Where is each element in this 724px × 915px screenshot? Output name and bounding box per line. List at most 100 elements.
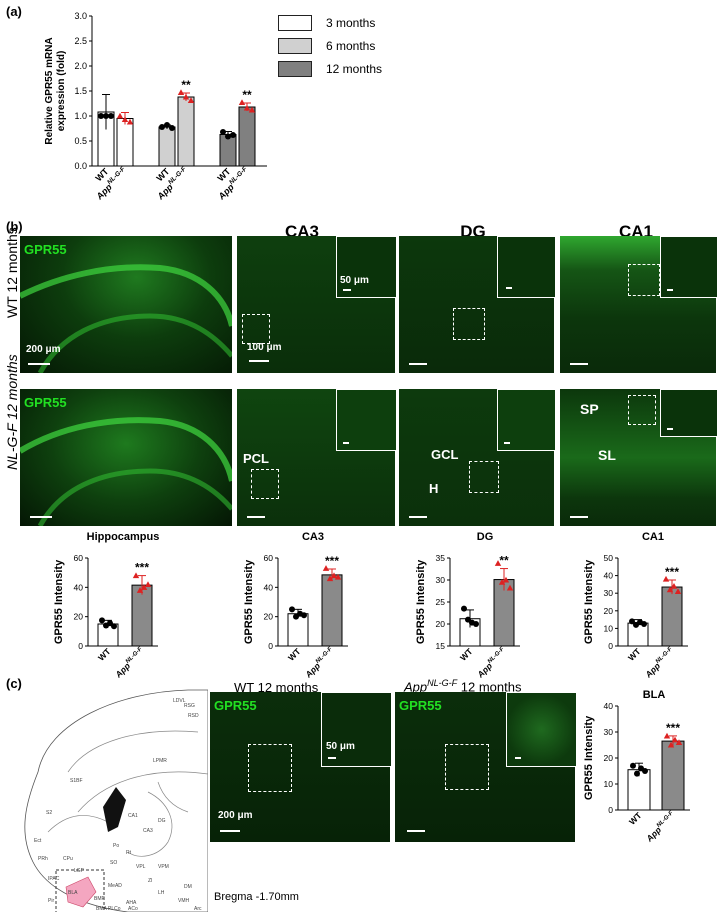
data-point <box>641 621 647 627</box>
y-tick-label: 30 <box>604 588 614 598</box>
scale-bar <box>247 516 265 518</box>
micrograph-wt-hippocampus: GPR55 200 μm <box>20 236 232 373</box>
data-point <box>98 113 104 119</box>
hippocampus-layer-drawing <box>20 417 232 526</box>
data-point <box>473 621 479 627</box>
legend-item-3-months: 3 months <box>278 15 375 31</box>
y-tick-label: 20 <box>264 612 274 622</box>
y-axis-label: GPR55 Intensity <box>415 559 427 644</box>
data-point <box>506 584 514 591</box>
scale-bar <box>409 516 427 518</box>
scale-bar <box>515 757 521 759</box>
bar <box>238 106 256 167</box>
y-tick-label: 1.0 <box>74 111 87 121</box>
scale-label: 200 μm <box>218 810 253 821</box>
significance-label: ** <box>181 78 191 92</box>
y-tick-label: 2.5 <box>74 36 87 46</box>
data-point <box>289 606 295 613</box>
y-tick-label: 20 <box>604 606 614 616</box>
legend-item-12-months: 12 months <box>278 61 382 77</box>
chart-title: CA1 <box>642 531 664 543</box>
chart-title: BLA <box>643 689 666 701</box>
y-tick-label: 40 <box>604 701 614 711</box>
legend-label: 12 months <box>326 62 383 76</box>
atlas-label: PRh <box>38 856 48 862</box>
scale-label: 200 μm <box>26 344 61 355</box>
layer-label-h: H <box>429 481 439 496</box>
x-tick-label-sup: NL-G-F <box>655 646 674 665</box>
atlas-label: ZI <box>148 878 152 884</box>
atlas-label: IPAC <box>48 876 60 882</box>
scale-bar <box>506 287 512 289</box>
data-point <box>182 93 190 100</box>
panel-label-b: (b) <box>6 219 23 234</box>
y-tick-label: 0 <box>608 805 613 815</box>
atlas-ventricle <box>103 787 126 832</box>
y-tick-label: 0.5 <box>74 136 87 146</box>
atlas-label: CA1 <box>128 813 138 819</box>
atlas-label: RSG <box>184 703 195 709</box>
atlas-line <box>67 730 199 773</box>
atlas-label: S2 <box>46 810 52 816</box>
atlas-label: SO <box>110 860 117 866</box>
data-point <box>225 133 231 140</box>
data-point <box>662 575 670 582</box>
atlas-label: ACo <box>128 906 138 912</box>
y-axis-label: GPR55 Intensity <box>243 559 255 644</box>
atlas-label: PLCo <box>108 906 121 912</box>
micrograph-title-wt: WT 12 months <box>234 680 319 695</box>
x-tick-label: AppNL-G-F <box>475 646 509 678</box>
atlas-line <box>47 815 109 833</box>
scale-label: 50 μm <box>326 741 355 752</box>
atlas-label: Ect <box>34 838 42 844</box>
x-tick-label-sup: NL-G-F <box>228 165 249 186</box>
scale-bar <box>570 516 588 518</box>
chart-title: Hippocampus <box>87 531 160 543</box>
y-tick-label: 20 <box>604 753 614 763</box>
y-axis-label-line: expression (fold) <box>56 51 67 132</box>
bar <box>661 740 685 811</box>
x-tick-label-sup: NL-G-F <box>106 165 127 186</box>
panel-label-c: (c) <box>6 676 22 691</box>
y-tick-label: 20 <box>436 619 446 629</box>
atlas-label: Arc <box>194 906 202 912</box>
roi-box <box>251 469 279 499</box>
data-point <box>666 586 674 593</box>
data-point <box>498 579 506 585</box>
micrograph-nlgf-hippocampus: GPR55 <box>20 389 232 526</box>
atlas-line <box>77 771 208 813</box>
bar <box>177 96 195 167</box>
data-point <box>671 736 679 743</box>
y-tick-label: 50 <box>604 553 614 563</box>
atlas-label: Pir <box>48 898 54 904</box>
y-tick-label: 15 <box>436 641 446 651</box>
atlas-label: BLA <box>68 890 78 896</box>
bregma-label: Bregma -1.70mm <box>214 891 299 903</box>
atlas-label: VMH <box>178 898 190 904</box>
significance-label: ** <box>242 88 252 102</box>
data-point <box>663 732 671 739</box>
app-prefix: App <box>404 679 428 695</box>
roi-box <box>628 395 656 425</box>
atlas-label: LH <box>158 890 165 896</box>
panel-label-a: (a) <box>6 4 22 19</box>
app-suffix: 12 months <box>457 679 522 695</box>
hippocampus-layer-drawing <box>20 264 232 373</box>
y-axis-label: GPR55 Intensity <box>53 559 65 644</box>
inset-wt-ca1 <box>660 236 718 298</box>
atlas-label: VPM <box>158 864 169 870</box>
chart-title: CA3 <box>302 531 324 543</box>
y-tick-label: 0 <box>608 641 613 651</box>
x-tick-label-sup: NL-G-F <box>315 646 334 665</box>
data-point <box>108 113 114 119</box>
atlas-label: DG <box>158 818 166 824</box>
significance-label: *** <box>135 561 149 575</box>
legend-label: 3 months <box>326 16 376 30</box>
atlas-label: Po <box>113 843 119 849</box>
data-point <box>322 565 330 571</box>
x-tick-label: AppNL-G-F <box>644 810 678 844</box>
